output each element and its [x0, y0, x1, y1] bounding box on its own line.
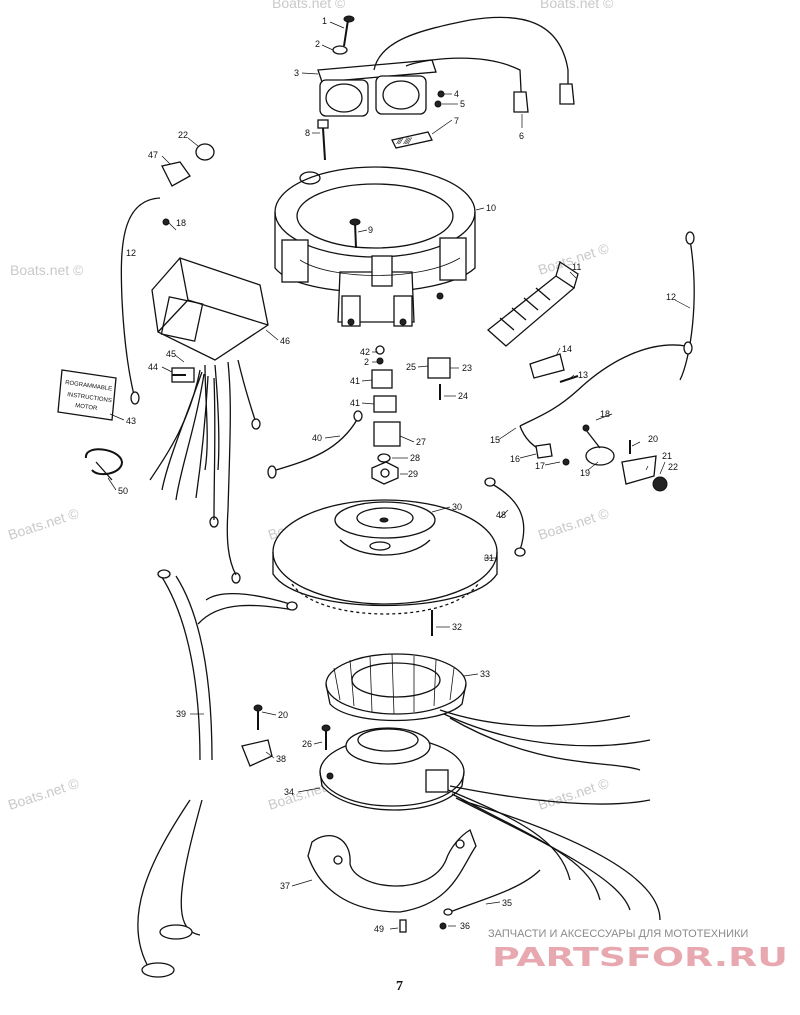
- callout: 20: [648, 434, 658, 444]
- callout: 22: [668, 462, 678, 472]
- callout: 50: [118, 486, 128, 496]
- callout: 49: [374, 924, 384, 934]
- ad-logo: PARTSFOR.RU: [492, 943, 788, 973]
- lead-48: [484, 477, 526, 557]
- cable-clip-50: [85, 448, 124, 481]
- callout: 30: [452, 502, 462, 512]
- callout: 7: [454, 116, 459, 126]
- watermark: Boats.net ©: [536, 505, 611, 543]
- callout: 12: [666, 292, 676, 302]
- watermark: Boats.net ©: [540, 0, 614, 11]
- callout: 18: [600, 409, 610, 419]
- leader-lines: [107, 21, 691, 930]
- callout: 44: [148, 362, 158, 372]
- callout: 27: [416, 437, 426, 447]
- callout: 20: [278, 710, 288, 720]
- ad-banner: ЗАПЧАСТИ И АКСЕССУАРЫ ДЛЯ МОТОТЕХНИКИ PA…: [488, 928, 788, 973]
- callout: 24: [458, 391, 468, 401]
- callout: 14: [562, 344, 572, 354]
- callout: 40: [312, 433, 322, 443]
- callout: 3: [294, 68, 299, 78]
- watermark: Boats.net ©: [10, 262, 84, 278]
- callout: 29: [408, 469, 418, 479]
- ad-tagline: ЗАПЧАСТИ И АКСЕССУАРЫ ДЛЯ МОТОТЕХНИКИ: [488, 928, 748, 940]
- callout: 35: [502, 898, 512, 908]
- callout: 33: [480, 669, 490, 679]
- callout: 46: [280, 336, 290, 346]
- callout: 37: [280, 881, 290, 891]
- callout: 36: [460, 921, 470, 931]
- callout: 45: [166, 349, 176, 359]
- callout: 15: [490, 435, 500, 445]
- page-number: 7: [396, 979, 403, 994]
- plate-line-3: MOTOR: [75, 403, 99, 412]
- callout: 12: [126, 248, 136, 258]
- watermark: Boats.net ©: [6, 505, 81, 543]
- callout: 11: [572, 262, 581, 272]
- bracket-38: [241, 704, 273, 767]
- stator-33: [325, 653, 651, 771]
- callout: 41: [350, 398, 360, 408]
- watermark: Boats.net ©: [272, 0, 346, 11]
- callout: 16: [510, 454, 520, 464]
- callout: 6: [519, 131, 524, 141]
- screw-26: [321, 724, 331, 750]
- callout: 28: [410, 453, 420, 463]
- callout: 31: [484, 553, 494, 563]
- decal-text: ⁄⁄⁄ ⁄⁄⁄⁄: [396, 136, 413, 146]
- callout: 21: [662, 451, 672, 461]
- callout: 41: [350, 376, 360, 386]
- callout: 17: [535, 461, 545, 471]
- battery-cable-39: [137, 569, 298, 978]
- ignition-coil-assembly: ⁄⁄⁄ ⁄⁄⁄⁄: [317, 15, 575, 149]
- watermark: Boats.net ©: [536, 240, 611, 278]
- retainer-plate-37: [307, 829, 541, 916]
- armature-plate-housing: [274, 166, 476, 327]
- ground-lead-left: [120, 143, 215, 405]
- callout: 19: [580, 468, 590, 478]
- callout: 8: [305, 128, 310, 138]
- lead-12-right: [519, 231, 695, 427]
- screw-36-and-pin-49: [399, 919, 447, 933]
- callout: 5: [460, 99, 465, 109]
- lead-15-16-17: [519, 425, 570, 466]
- callout: 39: [176, 709, 186, 719]
- callout: 32: [452, 622, 462, 632]
- callout: 25: [406, 362, 416, 372]
- callout: 22: [178, 130, 188, 140]
- callout: 9: [368, 225, 373, 235]
- callout: 43: [126, 416, 136, 426]
- callout: 48: [496, 510, 506, 520]
- callout: 4: [454, 89, 459, 99]
- callout: 34: [284, 787, 294, 797]
- decal-plate-43: ROGRAMMABLE INSTRUCTIONS MOTOR: [57, 369, 117, 421]
- bolt-8: [317, 119, 329, 161]
- flywheel: [272, 499, 498, 636]
- callout: 2: [315, 39, 320, 49]
- switch-19-21-22: [582, 424, 668, 492]
- callout: 38: [276, 754, 286, 764]
- watermark: Boats.net ©: [536, 775, 611, 813]
- callout: 13: [578, 370, 588, 380]
- callouts: 1 2 3 4 5 6 7 8 9 10 11 12 12 13 14 15 1…: [118, 16, 678, 934]
- callout: 1: [322, 16, 327, 26]
- rectifier-11: [486, 260, 579, 347]
- callout: 2: [364, 357, 369, 367]
- center-components: [267, 345, 451, 485]
- power-pack: [149, 257, 269, 584]
- watermark: Boats.net ©: [6, 775, 81, 813]
- callout: 18: [176, 218, 186, 228]
- callout: 23: [462, 363, 472, 373]
- callout: 10: [486, 203, 496, 213]
- timer-base-34: [319, 727, 661, 921]
- callout: 47: [148, 150, 158, 160]
- callout: 26: [302, 739, 312, 749]
- callout: 42: [360, 347, 370, 357]
